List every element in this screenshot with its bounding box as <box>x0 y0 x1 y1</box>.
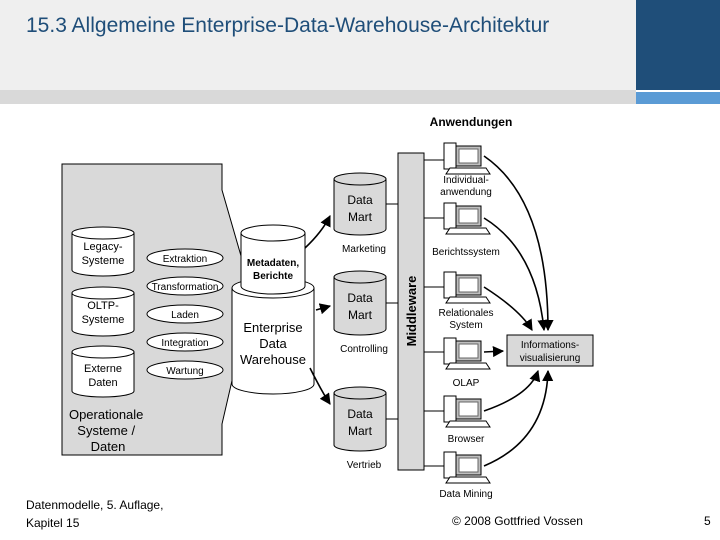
svg-text:Vertrieb: Vertrieb <box>347 460 382 471</box>
svg-text:Controlling: Controlling <box>340 344 388 355</box>
process-extraktion: Extraktion <box>146 248 224 268</box>
process-wartung: Wartung <box>146 360 224 380</box>
svg-text:Wartung: Wartung <box>166 366 203 377</box>
svg-text:OLTP-Systeme: OLTP-Systeme <box>82 300 125 326</box>
arrow-edw-vertrieb <box>309 367 331 405</box>
page-number: 5 <box>704 514 711 528</box>
process-laden: Laden <box>146 304 224 324</box>
side-accent-light <box>636 92 720 104</box>
side-accent-dark <box>636 0 720 90</box>
middleware-bar <box>397 152 425 471</box>
footer-copyright: © 2008 Gottfried Vossen <box>452 514 583 528</box>
arrow-mining-vis <box>483 369 554 467</box>
svg-text:Metadaten,Berichte: Metadaten,Berichte <box>247 258 299 282</box>
arrow-relational-vis <box>483 286 533 331</box>
svg-text:Individual-anwendung: Individual-anwendung <box>440 175 492 198</box>
slide-title: 15.3 Allgemeine Enterprise-Data-Warehous… <box>26 14 550 37</box>
arrow-individual-vis <box>483 155 554 332</box>
svg-text:Legacy-Systeme: Legacy-Systeme <box>82 241 125 267</box>
arrow-bericht-vis <box>483 217 549 332</box>
source-legacy-cylinder: Legacy-Systeme <box>71 226 135 277</box>
app-browser: Browser <box>424 395 491 445</box>
process-transformation: Transformation <box>146 276 224 296</box>
visualization-box: Informations-visualisierung <box>506 334 594 367</box>
footer-source: Datenmodelle, 5. Auflage, Kapitel 15 <box>26 496 163 532</box>
svg-text:Browser: Browser <box>448 434 485 445</box>
middleware-label: Middleware <box>404 276 419 347</box>
svg-text:Data Mining: Data Mining <box>439 489 492 500</box>
metadata-cylinder: Metadaten,Berichte <box>240 224 306 295</box>
app-berichtssystem: Berichtssystem <box>424 202 500 258</box>
svg-text:Informations-visualisierung: Informations-visualisierung <box>520 340 581 364</box>
svg-text:Marketing: Marketing <box>342 244 386 255</box>
app-olap: OLAP <box>424 337 491 389</box>
svg-text:Transformation: Transformation <box>152 282 219 293</box>
svg-text:Extraktion: Extraktion <box>163 254 207 265</box>
app-data-mining: Data Mining <box>424 451 493 500</box>
applications-heading: Anwendungen <box>430 115 513 129</box>
footer-line-1: Datenmodelle, 5. Auflage, <box>26 498 164 512</box>
svg-text:Laden: Laden <box>171 310 199 321</box>
arrow-browser-vis <box>483 369 541 412</box>
arrow-edw-controlling <box>315 303 332 315</box>
arrow-edw-marketing <box>304 214 331 249</box>
svg-text:Integration: Integration <box>161 338 208 349</box>
process-integration: Integration <box>146 332 224 352</box>
arrow-olap-vis <box>483 345 505 358</box>
source-oltp-cylinder: OLTP-Systeme <box>71 286 135 337</box>
source-label: Operationale Systeme / Daten <box>69 407 147 454</box>
svg-text:Berichtssystem: Berichtssystem <box>432 247 500 258</box>
app-individualanwendung: Individual-anwendung <box>424 142 492 198</box>
svg-text:OLAP: OLAP <box>453 378 480 389</box>
title-area <box>0 0 636 90</box>
header-bar <box>0 90 636 104</box>
footer-line-2: Kapitel 15 <box>26 516 80 530</box>
